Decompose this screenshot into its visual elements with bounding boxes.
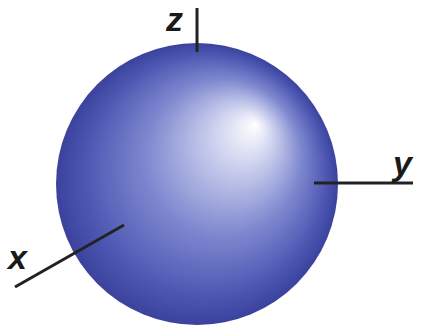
axis-label: x	[8, 240, 27, 274]
y-axis	[314, 182, 413, 185]
x-axis	[15, 225, 124, 287]
z-axis	[196, 8, 199, 52]
axis-label: z	[166, 2, 183, 36]
sphere	[56, 43, 338, 325]
axis-label: y	[393, 146, 412, 180]
